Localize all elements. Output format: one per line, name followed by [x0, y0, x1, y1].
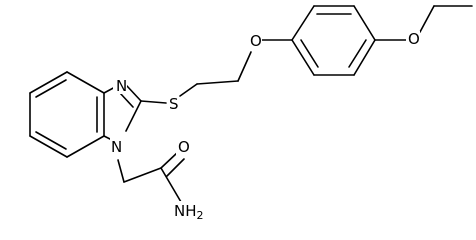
atom-amide-nitrogen: NH2 [174, 202, 204, 222]
chemical-structure-diagram: N N S O O O NH2 [29, 5, 473, 222]
atom-sulfur: S [169, 95, 179, 113]
bond-phenyl-double-3 [300, 39, 319, 68]
bond-phenyl-4 [353, 39, 376, 76]
bond-carbonyl-o-a [160, 151, 179, 169]
bond-n1-ch2 [117, 159, 125, 183]
atom-ring-nitrogen: N [111, 138, 122, 156]
amide-nh-text: NH [174, 202, 197, 220]
atom-imine-nitrogen: N [116, 77, 127, 95]
bond-ch2-o [237, 51, 252, 82]
atom-labels: N N S O O O NH2 [110, 30, 420, 222]
bond-c2-s [140, 100, 167, 104]
bond-benzene-6 [29, 71, 68, 94]
bond-phenyl-6 [291, 39, 315, 76]
amide-h-subscript: 2 [197, 209, 204, 222]
bond-benzene-1 [66, 71, 105, 94]
bond-ch2-ch2 [196, 80, 239, 85]
bond-imidazole-n3-c2-b [119, 92, 134, 108]
bond-lines [29, 5, 473, 203]
atom-ether-oxygen-left: O [250, 32, 262, 50]
bond-carbonyl-nh2 [160, 167, 182, 203]
bond-benzene-double-3 [35, 131, 67, 150]
bond-ch2-carbonyl [123, 167, 162, 183]
bond-imidazole-n3-c2-a [126, 85, 142, 102]
bond-s-ch2 [179, 83, 198, 97]
atom-carbonyl-oxygen: O [178, 138, 190, 156]
bond-benzene-double-1 [35, 79, 67, 98]
bond-phenyl-double-2 [348, 39, 367, 68]
atom-ether-oxygen-right: O [408, 30, 420, 48]
bond-o-ch2 [419, 5, 435, 33]
bond-phenyl-3 [353, 5, 376, 41]
bond-benzene-3 [66, 135, 105, 158]
bond-benzene-4 [29, 135, 68, 158]
bond-phenyl-1 [291, 5, 315, 41]
bond-carbonyl-o-b [166, 158, 185, 177]
bond-imidazole-c2-n1 [125, 100, 142, 132]
